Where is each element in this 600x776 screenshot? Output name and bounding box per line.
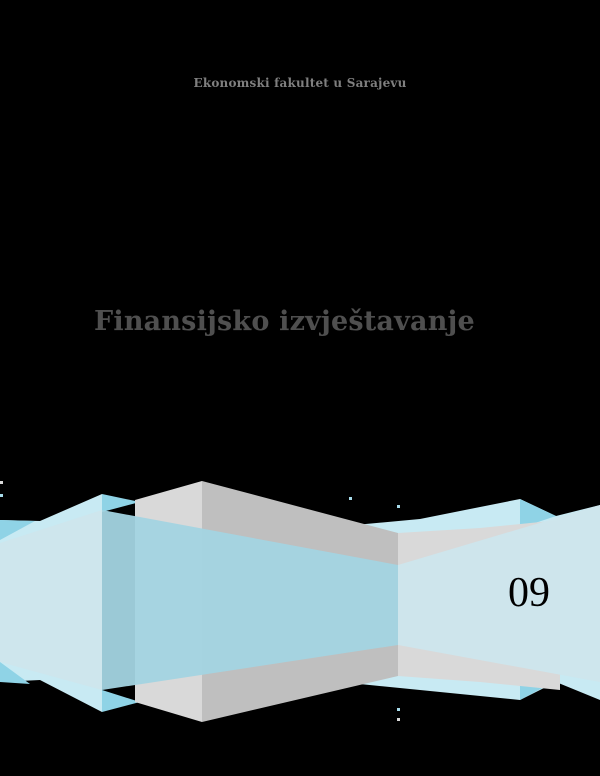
document-title: Finansijsko izvještavanje — [94, 306, 475, 337]
ribbon-left-fold-bottom-2 — [102, 690, 140, 712]
decor-dot — [397, 505, 400, 508]
panel-left-light — [0, 510, 102, 690]
decor-dot — [349, 497, 352, 500]
volume-number: 09 — [508, 570, 550, 616]
panel-right-light — [398, 505, 600, 682]
decor-dot — [0, 481, 3, 484]
panel-center-blue — [102, 510, 398, 690]
decor-dot — [397, 718, 400, 721]
institution-name: Ekonomski fakultet u Sarajevu — [193, 76, 407, 90]
ribbon-left-fold-top-2 — [102, 494, 140, 512]
decor-dot — [397, 708, 400, 711]
decor-dot — [0, 494, 3, 497]
ribbon-right-fold-top — [520, 499, 556, 528]
ribbon-left-fold-bottom — [0, 662, 30, 684]
ribbon-left-fold-top — [0, 520, 35, 540]
